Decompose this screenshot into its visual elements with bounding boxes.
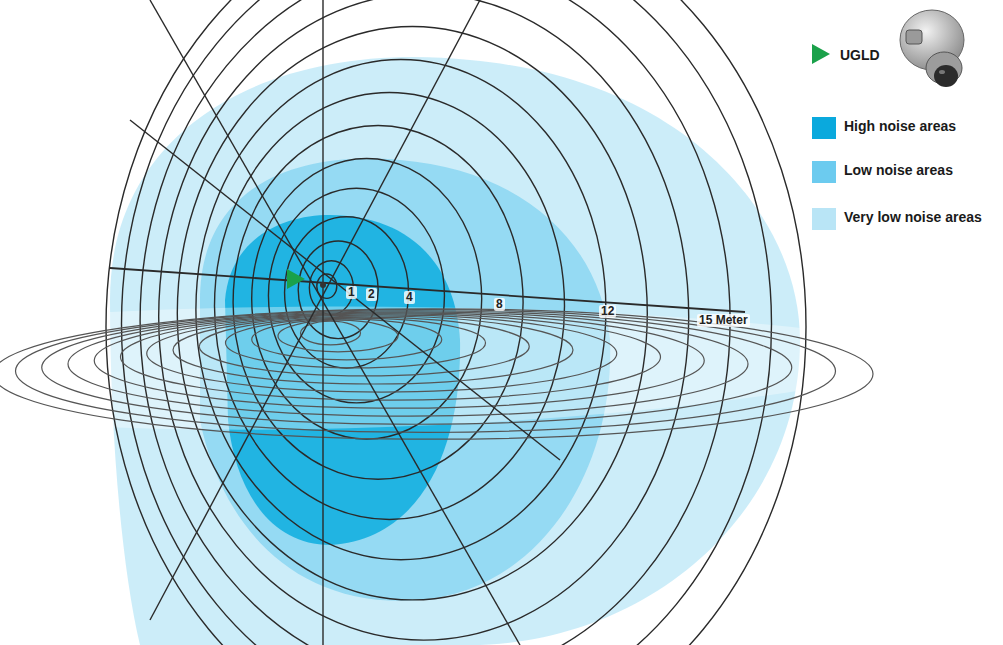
grid-ring xyxy=(268,188,444,403)
plane-ring xyxy=(226,318,486,368)
legend-swatch xyxy=(812,117,836,139)
grid-ring xyxy=(215,93,565,520)
plane-ring xyxy=(16,310,836,433)
distance-label: 12 xyxy=(599,305,616,318)
distance-label: 2 xyxy=(366,288,377,301)
plane-ring xyxy=(0,309,873,439)
plane-ring xyxy=(42,311,792,425)
plane-ring xyxy=(301,321,361,345)
horizontal-grid xyxy=(0,309,873,439)
plane-ring xyxy=(173,316,573,384)
legend-text: Low noise areas xyxy=(844,163,953,178)
ugld-marker xyxy=(287,269,305,289)
legend-swatch xyxy=(812,161,836,183)
ugld-device xyxy=(900,10,964,87)
plane-ring xyxy=(94,313,704,408)
grid-ring xyxy=(233,126,523,480)
legend-text: UGLD xyxy=(840,48,880,63)
origin-dot xyxy=(320,282,326,288)
distance-label: 4 xyxy=(404,291,415,304)
grid-ring xyxy=(285,217,409,368)
plane-ring xyxy=(68,312,748,416)
legend-triangle xyxy=(812,44,830,64)
legend-text: High noise areas xyxy=(844,119,956,134)
noise-zones xyxy=(0,57,860,645)
plane-ring xyxy=(199,317,529,376)
distance-label: 1 xyxy=(346,286,357,299)
grid-spokes xyxy=(110,0,745,645)
legend-swatch xyxy=(812,208,836,230)
distance-label: 8 xyxy=(494,298,505,311)
plane-ring xyxy=(252,319,442,360)
distance-label: 15 Meter xyxy=(697,314,750,327)
plane-ring xyxy=(147,315,617,392)
legend-text: Very low noise areas xyxy=(844,210,982,225)
